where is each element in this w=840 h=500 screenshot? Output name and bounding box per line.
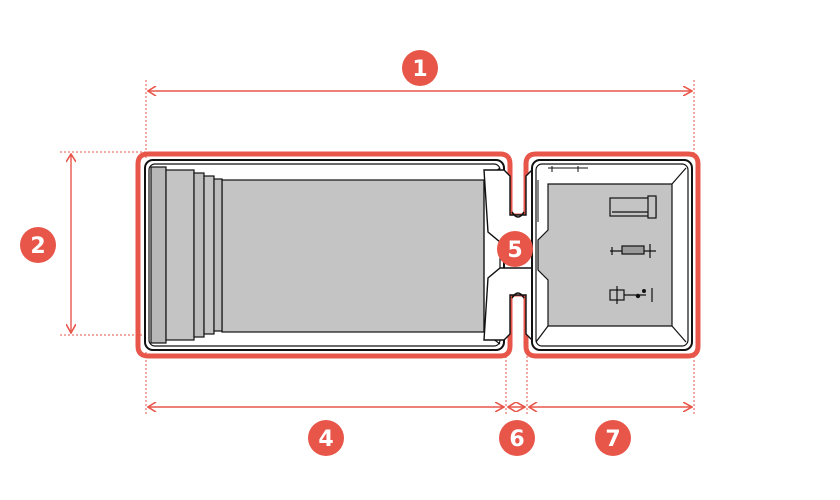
badge-2-label: 2 (30, 234, 45, 259)
badge-5-label: 5 (507, 238, 522, 263)
bike-icon (609, 286, 653, 304)
entry-steps (150, 166, 223, 344)
badge-4: 4 (308, 420, 344, 456)
elliptical-icon (610, 244, 656, 258)
badge-7: 7 (595, 420, 631, 456)
treadmill-icon (609, 195, 657, 219)
badge-7-label: 7 (605, 427, 620, 452)
badge-1-label: 1 (412, 57, 427, 82)
badge-5: 5 (497, 231, 533, 267)
badge-4-label: 4 (318, 427, 333, 452)
pool-floor (221, 179, 485, 333)
badge-6-label: 6 (509, 427, 524, 452)
spa-floor (537, 183, 673, 327)
badge-6: 6 (499, 420, 535, 456)
badge-1: 1 (402, 50, 438, 86)
dimension-lines (71, 91, 692, 407)
badge-2: 2 (20, 227, 56, 263)
spa-area (531, 159, 693, 351)
extension-guides (60, 80, 695, 414)
spa-rail (537, 166, 588, 222)
main-pool (135, 151, 701, 359)
